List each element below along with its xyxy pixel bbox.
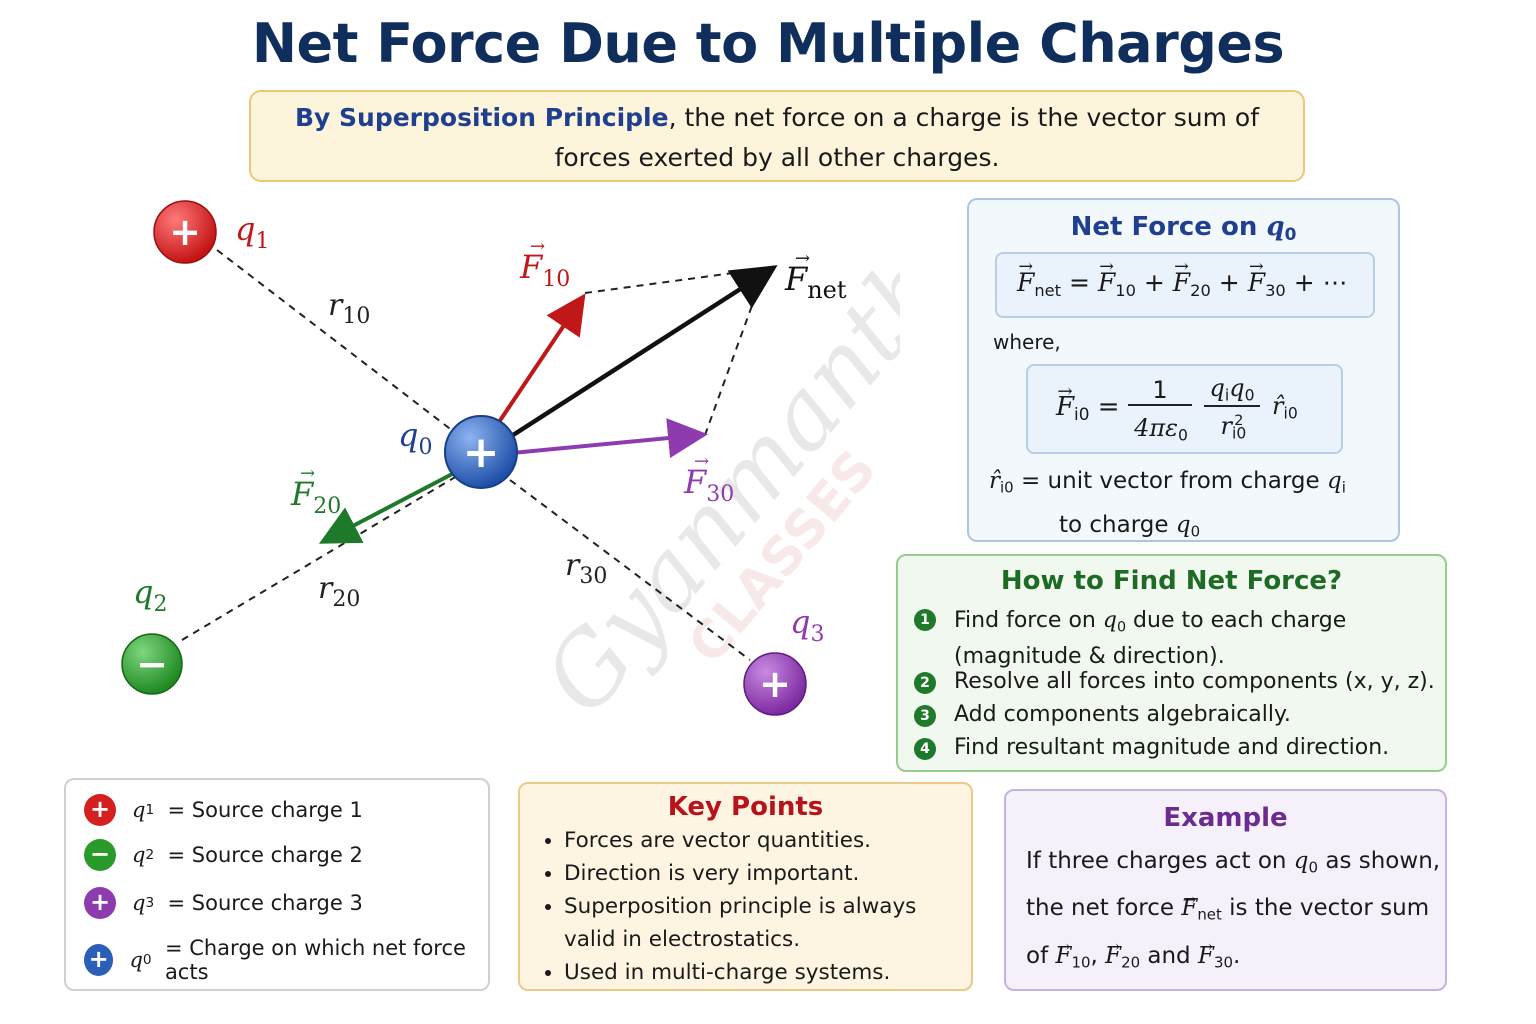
page-title: Net Force Due to Multiple Charges xyxy=(251,12,1285,75)
charge-q2: − xyxy=(121,633,183,695)
step-1: 1 Find force on q0 due to each charge(ma… xyxy=(914,606,1346,672)
example-title: Example xyxy=(1163,803,1288,833)
where-label: where, xyxy=(993,330,1061,354)
svg-text:−: − xyxy=(136,642,168,686)
label-r20: r20 xyxy=(318,571,360,612)
svg-text:+: + xyxy=(169,210,201,254)
key-point: Used in multi-charge systems. xyxy=(564,956,964,989)
svg-text:Fnet: Fnet xyxy=(784,260,847,304)
example-panel: Example If three charges act on q0 as sh… xyxy=(1004,789,1447,991)
key-point: Forces are vector quantities. xyxy=(564,824,964,857)
parallelogram-right xyxy=(704,277,763,436)
intro-line2: forces exerted by all other charges. xyxy=(554,143,1000,172)
label-r30: r30 xyxy=(565,548,607,589)
svg-text:→: → xyxy=(530,236,545,257)
arrow-F20 xyxy=(318,470,457,544)
charge-q3: + xyxy=(743,652,807,716)
label-F30: → F30 xyxy=(683,451,734,507)
charge-q1: + xyxy=(153,200,217,264)
line-q1-q0 xyxy=(216,249,463,439)
label-F20: → F20 xyxy=(290,463,341,519)
arrow-F30 xyxy=(511,418,708,458)
label-q0: q0 xyxy=(398,416,432,460)
label-F10: → F10 xyxy=(519,236,570,292)
label-Fnet: → Fnet xyxy=(784,248,847,304)
line-q2-q0 xyxy=(181,472,463,641)
force-diagram: Gyanmanthan CLASSES + − + + q1 q2 q3 q0 … xyxy=(121,190,900,735)
svg-text:F10: F10 xyxy=(519,248,570,292)
net-force-panel-title: Net Force on q0 xyxy=(1070,212,1297,245)
svg-text:F20: F20 xyxy=(290,475,341,519)
net-force-equation: Fnet = F10 + F20 + F30 + ⋯ xyxy=(995,252,1375,318)
svg-text:→: → xyxy=(795,248,810,269)
svg-text:+: + xyxy=(759,662,791,706)
how-to-panel: How to Find Net Force? 1 Find force on q… xyxy=(896,554,1447,772)
unit-vector-desc: r̂i0 = unit vector from charge qi to cha… xyxy=(989,468,1346,541)
intro-line1: , the net force on a charge is the vecto… xyxy=(668,103,1260,132)
arrow-F10 xyxy=(495,293,586,427)
key-point: Direction is very important. xyxy=(564,857,964,890)
parallelogram-top xyxy=(584,267,771,294)
label-r10: r10 xyxy=(328,288,370,329)
label-q3: q3 xyxy=(790,603,824,647)
svg-text:F30: F30 xyxy=(683,463,734,507)
arrow-Fnet xyxy=(508,265,778,439)
charge-q0: + xyxy=(444,415,518,489)
example-text: If three charges act on q0 as shown, the… xyxy=(1026,841,1440,983)
intro-box: By Superposition Principle, the net forc… xyxy=(249,90,1305,182)
how-to-title: How to Find Net Force? xyxy=(1000,566,1343,596)
watermark: Gyanmanthan CLASSES xyxy=(522,190,900,735)
svg-text:→: → xyxy=(300,463,315,484)
label-q1: q1 xyxy=(235,210,269,254)
coulomb-formula: Fi0 = 1 4πε0 qiq0 ri02 r̂i0 xyxy=(1026,364,1343,454)
svg-text:+: + xyxy=(463,427,500,478)
intro-highlight: By Superposition Principle xyxy=(294,103,669,132)
key-points-title: Key Points xyxy=(667,792,824,822)
net-force-panel: Net Force on q0 Fnet = F10 + F20 + F30 +… xyxy=(967,198,1400,542)
key-points-panel: Key Points Forces are vector quantities.… xyxy=(518,782,973,991)
label-q2: q2 xyxy=(133,573,167,617)
line-q0-q3 xyxy=(509,479,751,661)
key-points-list: Forces are vector quantities. Direction … xyxy=(538,824,964,989)
key-point: Superposition principle is always valid … xyxy=(564,890,964,956)
svg-text:→: → xyxy=(694,451,709,472)
